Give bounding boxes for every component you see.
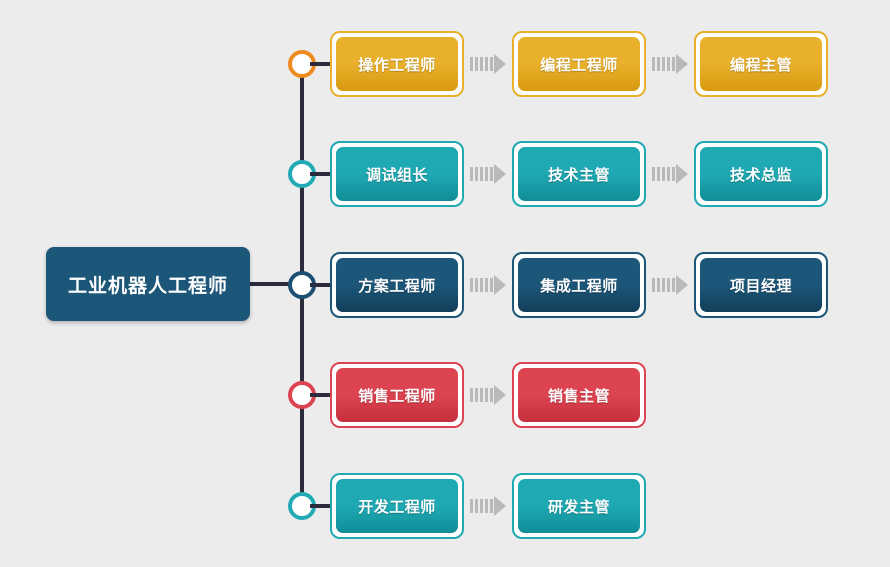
- role-label: 编程工程师: [518, 37, 640, 91]
- row-3-role-1: 方案工程师: [330, 252, 464, 318]
- row-2-role-1: 调试组长: [330, 141, 464, 207]
- progression-arrow-icon: [652, 54, 688, 74]
- row-3-role-3: 项目经理: [694, 252, 828, 318]
- role-label: 调试组长: [336, 147, 458, 201]
- role-label: 集成工程师: [518, 258, 640, 312]
- role-label: 开发工程师: [336, 479, 458, 533]
- row-1-branch-line: [310, 62, 330, 66]
- row-4-role-1: 销售工程师: [330, 362, 464, 428]
- role-label: 研发主管: [518, 479, 640, 533]
- row-5-role-1: 开发工程师: [330, 473, 464, 539]
- role-label: 项目经理: [700, 258, 822, 312]
- root-label: 工业机器人工程师: [67, 274, 228, 297]
- progression-arrow-icon: [470, 275, 506, 295]
- row-3-role-2: 集成工程师: [512, 252, 646, 318]
- row-2-role-2: 技术主管: [512, 141, 646, 207]
- row-1-role-3: 编程主管: [694, 31, 828, 97]
- role-label: 方案工程师: [336, 258, 458, 312]
- row-5-branch-line: [310, 504, 330, 508]
- row-3-branch-line: [310, 283, 330, 287]
- progression-arrow-icon: [470, 164, 506, 184]
- role-label: 操作工程师: [336, 37, 458, 91]
- progression-arrow-icon: [470, 496, 506, 516]
- row-2-role-3: 技术总监: [694, 141, 828, 207]
- row-4-branch-line: [310, 393, 330, 397]
- progression-arrow-icon: [652, 275, 688, 295]
- progression-arrow-icon: [470, 54, 506, 74]
- row-4-role-2: 销售主管: [512, 362, 646, 428]
- row-1-role-1: 操作工程师: [330, 31, 464, 97]
- progression-arrow-icon: [652, 164, 688, 184]
- progression-arrow-icon: [470, 385, 506, 405]
- role-label: 编程主管: [700, 37, 822, 91]
- root-connector-line: [250, 282, 302, 286]
- root-node: 工业机器人工程师: [46, 247, 250, 321]
- row-1-role-2: 编程工程师: [512, 31, 646, 97]
- row-2-branch-line: [310, 172, 330, 176]
- role-label: 技术总监: [700, 147, 822, 201]
- row-5-role-2: 研发主管: [512, 473, 646, 539]
- role-label: 销售工程师: [336, 368, 458, 422]
- role-label: 技术主管: [518, 147, 640, 201]
- role-label: 销售主管: [518, 368, 640, 422]
